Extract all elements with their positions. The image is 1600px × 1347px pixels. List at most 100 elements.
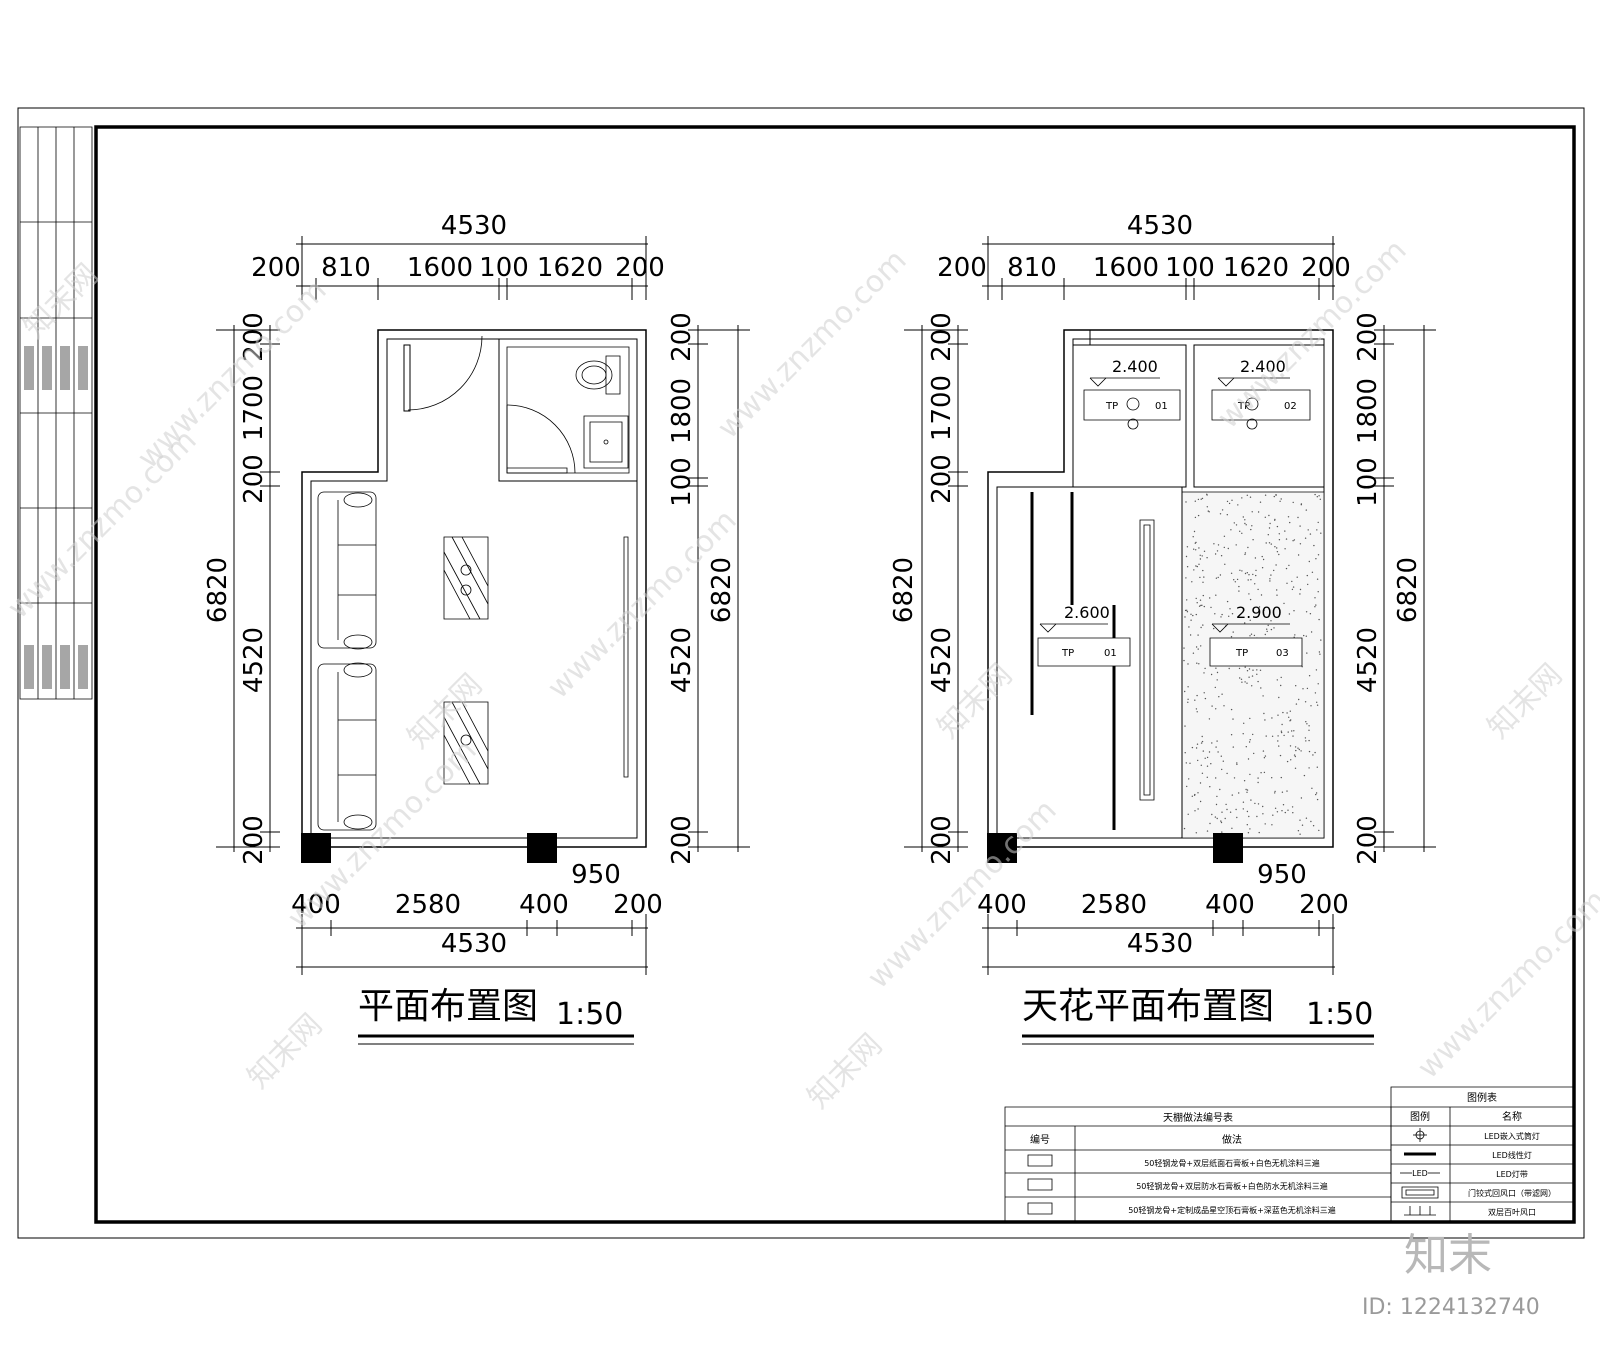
- star-dot: [1216, 550, 1219, 552]
- star-dot: [1206, 494, 1208, 496]
- star-dot: [1191, 795, 1194, 797]
- star-dot: [1235, 808, 1237, 811]
- ceiling-table-header-method: 做法: [1222, 1133, 1242, 1146]
- star-dot: [1262, 558, 1265, 561]
- star-dot: [1254, 557, 1257, 559]
- star-dot: [1254, 802, 1256, 805]
- star-dot: [1195, 549, 1197, 551]
- star-dot: [1303, 634, 1305, 637]
- star-dot: [1307, 583, 1309, 586]
- star-dot: [1305, 721, 1307, 723]
- star-dot: [1219, 574, 1222, 576]
- star-dot: [1206, 776, 1209, 778]
- star-dot: [1220, 555, 1223, 557]
- star-dot: [1277, 740, 1279, 742]
- star-dot: [1193, 548, 1195, 550]
- star-dot: [1187, 698, 1189, 700]
- star-dot: [1245, 524, 1247, 526]
- star-dot: [1196, 694, 1198, 697]
- star-dot: [1195, 747, 1198, 749]
- star-dot: [1190, 613, 1192, 615]
- ceiling-plan-top-total: 4530: [1127, 211, 1193, 241]
- ceiling-plan-top-seg-3: 1600: [1093, 253, 1159, 283]
- star-dot: [1292, 735, 1294, 737]
- star-dot: [1314, 692, 1317, 694]
- star-dot: [1192, 536, 1194, 538]
- star-dot: [1290, 759, 1292, 761]
- star-dot: [1216, 817, 1218, 820]
- star-dot: [1261, 567, 1264, 569]
- star-dot: [1299, 833, 1301, 835]
- star-dot: [1255, 569, 1257, 572]
- star-dot: [1281, 810, 1283, 812]
- star-dot: [1194, 516, 1197, 519]
- svg-text:TP: TP: [1105, 401, 1118, 412]
- star-dot: [1184, 616, 1186, 618]
- floor-plan-right-seg-1: 200: [667, 312, 697, 362]
- star-dot: [1249, 496, 1252, 498]
- star-dot: [1203, 672, 1205, 674]
- star-dot: [1263, 757, 1266, 759]
- floor-plan-left-seg-2: 1700: [239, 375, 269, 441]
- star-dot: [1305, 817, 1308, 819]
- floor-plan-top-total: 4530: [441, 211, 507, 241]
- star-dot: [1268, 527, 1271, 529]
- star-dot: [1210, 673, 1213, 676]
- sheet-inner-border: [96, 127, 1574, 1222]
- star-dot: [1245, 746, 1248, 748]
- star-dot: [1289, 720, 1291, 722]
- svg-text:02: 02: [1284, 401, 1297, 412]
- star-dot: [1270, 628, 1273, 631]
- ceiling-table-row-2: 50轻钢龙骨+双层防水石膏板+白色防水无机涂料三遍: [1136, 1181, 1328, 1191]
- star-dot: [1276, 594, 1278, 596]
- star-dot: [1230, 636, 1233, 638]
- star-dot: [1246, 494, 1249, 496]
- floor-plan-left-seg-4: 4520: [239, 627, 269, 693]
- star-dot: [1202, 750, 1205, 752]
- star-dot: [1225, 803, 1227, 806]
- star-dot: [1283, 734, 1285, 737]
- star-dot: [1193, 794, 1196, 796]
- star-dot: [1270, 620, 1272, 622]
- star-dot: [1316, 496, 1319, 498]
- star-dot: [1209, 822, 1211, 825]
- star-dot: [1287, 809, 1289, 811]
- star-dot: [1188, 626, 1190, 628]
- star-dot: [1314, 493, 1316, 496]
- floor-plan-right-total: 6820: [707, 557, 737, 623]
- star-dot: [1276, 811, 1279, 813]
- star-dot: [1264, 494, 1267, 496]
- led-strip-mark: —: [1179, 736, 1186, 742]
- star-dot: [1279, 500, 1281, 502]
- star-dot: [1315, 793, 1317, 796]
- star-dot: [1291, 588, 1294, 591]
- star-dot: [1288, 564, 1290, 567]
- star-dot: [1262, 805, 1264, 808]
- star-dot: [1251, 525, 1253, 527]
- star-dot: [1304, 701, 1307, 703]
- star-dot: [1283, 602, 1285, 605]
- star-dot: [1244, 519, 1246, 521]
- floor-plan-right-seg-3: 100: [667, 457, 697, 507]
- svg-text:知末网: 知末网: [241, 1007, 329, 1095]
- star-dot: [1226, 808, 1228, 811]
- star-dot: [1215, 803, 1218, 806]
- star-dot: [1294, 767, 1297, 769]
- star-dot: [1263, 712, 1265, 715]
- star-dot: [1247, 758, 1250, 760]
- star-dot: [1276, 679, 1279, 681]
- star-dot: [1184, 690, 1186, 693]
- star-dot: [1241, 681, 1243, 683]
- ceiling-plan-top-seg-6: 200: [1301, 253, 1351, 283]
- star-dot: [1273, 569, 1275, 572]
- ceiling-plan-title: 天花平面布置图: [1022, 986, 1274, 1027]
- star-dot: [1294, 755, 1297, 758]
- ceiling-plan-right-seg-5: 200: [1353, 815, 1383, 865]
- image-id: ID: 1224132740: [1362, 1295, 1540, 1320]
- star-dot: [1314, 597, 1316, 599]
- ceiling-upper-left-bay: [1073, 345, 1186, 487]
- star-dot: [1247, 546, 1249, 549]
- star-dot: [1249, 635, 1251, 637]
- svg-text:01: 01: [1155, 401, 1168, 412]
- star-dot: [1271, 735, 1274, 737]
